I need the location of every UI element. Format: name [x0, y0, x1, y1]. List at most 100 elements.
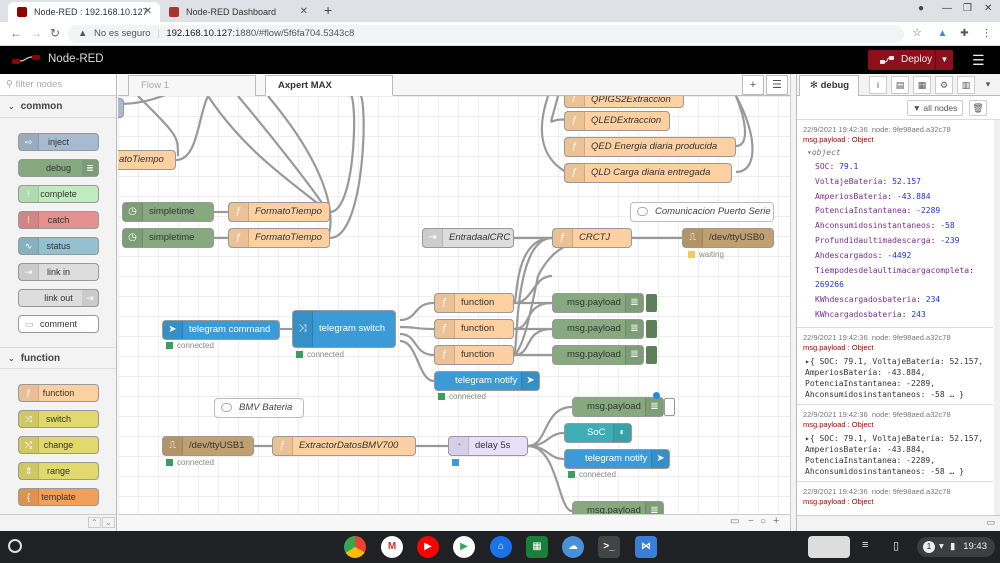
debug-toggle-button[interactable] — [646, 320, 657, 338]
context-gear-icon[interactable]: ⚙ — [935, 76, 953, 94]
palette-node-inject[interactable]: ⇨inject — [18, 133, 99, 151]
entrada-crc-node[interactable]: ⇥EntradaalCRC — [422, 228, 514, 248]
collapse-all-icon[interactable]: ⌃ — [88, 517, 101, 528]
zoom-out-icon[interactable]: − — [748, 516, 754, 527]
palette-category-common[interactable]: ⌄common — [0, 96, 116, 118]
object-header[interactable]: ▾object — [807, 148, 841, 157]
expand-all-icon[interactable]: ⌄ — [102, 517, 115, 528]
reload-icon[interactable]: ↻ — [50, 26, 61, 40]
serial-usb1-node[interactable]: ⎍/dev/ttyUSB1 — [162, 436, 254, 456]
debug-msg-payload-3[interactable]: msg.payload≣ — [552, 345, 644, 365]
new-tab-icon[interactable]: + — [324, 2, 333, 18]
palette-node-debug[interactable]: debug≣ — [18, 159, 99, 177]
debug-toggle-button[interactable] — [646, 346, 657, 364]
info-icon[interactable]: i — [869, 76, 887, 94]
comment-bmv-bateria[interactable]: BMV Bateria — [214, 398, 304, 418]
debug-message[interactable]: 22/9/2021 19:42:36 node: 9fe98aed.a32c78… — [797, 482, 993, 511]
drive-extension-icon[interactable]: ▲ — [937, 28, 948, 39]
palette-node-switch[interactable]: ⤨switch — [18, 410, 99, 428]
system-tray[interactable]: 1 ▾ ▮ 19:43 — [917, 537, 995, 557]
files-app-icon[interactable]: ⌂ — [490, 536, 512, 558]
tab-flow-1[interactable]: Flow 1 — [128, 75, 256, 96]
serial-usb0-node[interactable]: ⎍/dev/ttyUSB0 — [682, 228, 774, 248]
dashboard-icon[interactable]: ▥ — [957, 76, 975, 94]
formatotiempo-node-top[interactable]: atoTiempo — [118, 150, 176, 170]
palette-node-complete[interactable]: !complete — [18, 185, 99, 203]
notification-thumbnail[interactable] — [808, 536, 850, 558]
close-window-icon[interactable]: ✕ — [984, 3, 993, 14]
deploy-button[interactable]: Deploy ▼ — [868, 50, 953, 70]
main-menu-icon[interactable]: ☰ — [972, 52, 985, 68]
bookmark-star-icon[interactable]: ☆ — [912, 27, 922, 39]
vscode-app-icon[interactable]: ⋈ — [635, 536, 657, 558]
gmail-app-icon[interactable]: M — [381, 536, 403, 558]
palette-node-link-in[interactable]: ⇥link in — [18, 263, 99, 281]
tab-debug[interactable]: ✻ debug — [799, 75, 859, 96]
simpletime-node-1[interactable]: ◷simpletime — [122, 202, 214, 222]
telegram-switch-node[interactable]: ⤨telegram switch — [292, 310, 396, 348]
debug-msg-payload-1[interactable]: msg.payload≣ — [552, 293, 644, 313]
terminal-app-icon[interactable]: >_ — [598, 536, 620, 558]
phone-hub-icon[interactable]: ▯ — [893, 540, 900, 552]
debug-msg-payload-5[interactable]: msg.payload≣ — [572, 501, 664, 514]
weather-app-icon[interactable]: ☁ — [562, 536, 584, 558]
palette-node-range[interactable]: ⇕range — [18, 462, 99, 480]
soc-gauge-node[interactable]: SoC◐ — [564, 423, 632, 443]
debug-message[interactable]: 22/9/2021 19:42:36 node: 9fe98aed.a32c78… — [797, 328, 993, 405]
debug-toggle-button[interactable] — [646, 294, 657, 312]
config-nodes-icon[interactable]: ▦ — [913, 76, 931, 94]
back-icon[interactable]: ← — [10, 26, 22, 40]
palette-node-change[interactable]: ⤭change — [18, 436, 99, 454]
help-book-icon[interactable]: ▤ — [891, 76, 909, 94]
url-input[interactable]: ▲ No es seguro | 192.168.10.127:1880/#fl… — [68, 25, 904, 43]
map-icon[interactable]: ▭ — [730, 516, 740, 527]
debug-scrollbar[interactable] — [994, 120, 1000, 515]
play-store-app-icon[interactable]: ▶ — [453, 536, 475, 558]
debug-msg-payload-2[interactable]: msg.payload≣ — [552, 319, 644, 339]
debug-message[interactable]: 22/9/2021 19:42:36 node: 9fe98aed.a32c78… — [797, 120, 993, 328]
clipboard-icon[interactable]: ≡ — [862, 539, 869, 551]
debug-message-list[interactable]: 22/9/2021 19:42:36 node: 9fe98aed.a32c78… — [797, 120, 993, 515]
simpletime-node-2[interactable]: ◷simpletime — [122, 228, 214, 248]
browser-tab-dashboard[interactable]: Node-RED Dashboard ✕ — [160, 2, 316, 22]
list-flows-icon[interactable]: ☰ — [766, 75, 788, 95]
close-tab-icon[interactable]: ✕ — [143, 6, 152, 17]
telegram-command-node[interactable]: ➤telegram command — [162, 320, 280, 340]
chrome-app-icon[interactable] — [344, 536, 366, 558]
palette-node-comment[interactable]: ▭comment — [18, 315, 99, 333]
palette-node-catch[interactable]: !catch — [18, 211, 99, 229]
tab-axpert-max[interactable]: Axpert MAX — [265, 75, 393, 96]
zoom-reset-icon[interactable]: ○ — [760, 516, 767, 527]
debug-msg-payload-4[interactable]: msg.payload≣ — [572, 397, 664, 417]
profile-icon[interactable]: ● — [918, 3, 925, 14]
comment-puerto-serie[interactable]: Comunicacion Puerto Serie — [630, 202, 774, 222]
palette-filter-input[interactable]: ⚲ filter nodes — [0, 74, 116, 96]
sidebar-menu-caret-icon[interactable]: ▾ — [985, 79, 991, 89]
palette-node-link-out[interactable]: link out⇥ — [18, 289, 99, 307]
filter-all-nodes-button[interactable]: ▼ all nodes — [907, 100, 963, 116]
add-flow-icon[interactable]: + — [742, 75, 764, 95]
object-summary[interactable]: ▸{ SOC: 79.1, VoltajeBatería: 52.157, Am… — [805, 433, 984, 476]
palette-category-function[interactable]: ⌄function — [0, 347, 116, 369]
browser-menu-icon[interactable]: ⋮ — [981, 28, 992, 39]
clear-log-trash-icon[interactable]: 🗑 — [969, 100, 987, 116]
forward-icon[interactable]: → — [30, 26, 42, 40]
sidebar-resize-handle[interactable] — [790, 74, 796, 531]
palette-node-template[interactable]: {template — [18, 488, 99, 506]
partial-node[interactable] — [118, 98, 124, 118]
open-window-icon[interactable]: ▭ — [986, 517, 995, 527]
telegram-notify-node-2[interactable]: telegram notify➤ — [564, 449, 670, 469]
